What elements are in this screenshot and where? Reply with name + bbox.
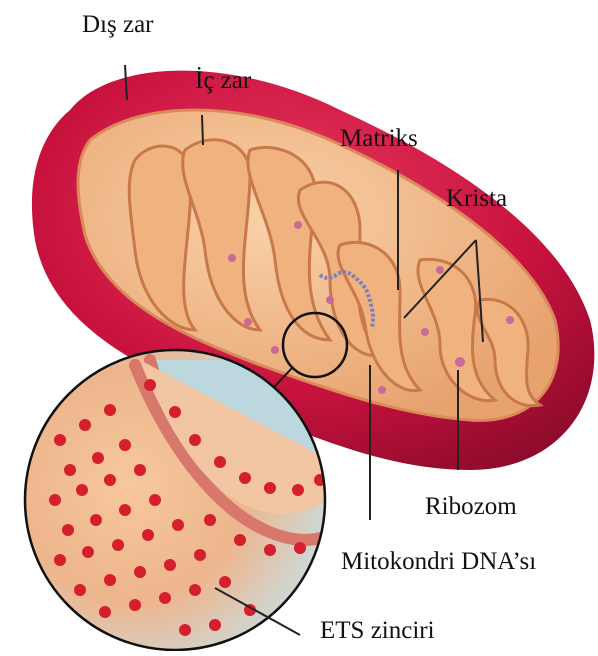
outer-membrane-label: Dış zar (82, 12, 154, 37)
ets-chain-label: ETS zinciri (320, 618, 435, 643)
ribosome-label: Ribozom (425, 494, 517, 519)
matrix-label: Matriks (340, 126, 418, 151)
crista-label: Krista (446, 186, 507, 211)
inner-membrane-label: İç zar (195, 68, 251, 93)
mito-dna-label: Mitokondri DNA’sı (341, 549, 536, 574)
